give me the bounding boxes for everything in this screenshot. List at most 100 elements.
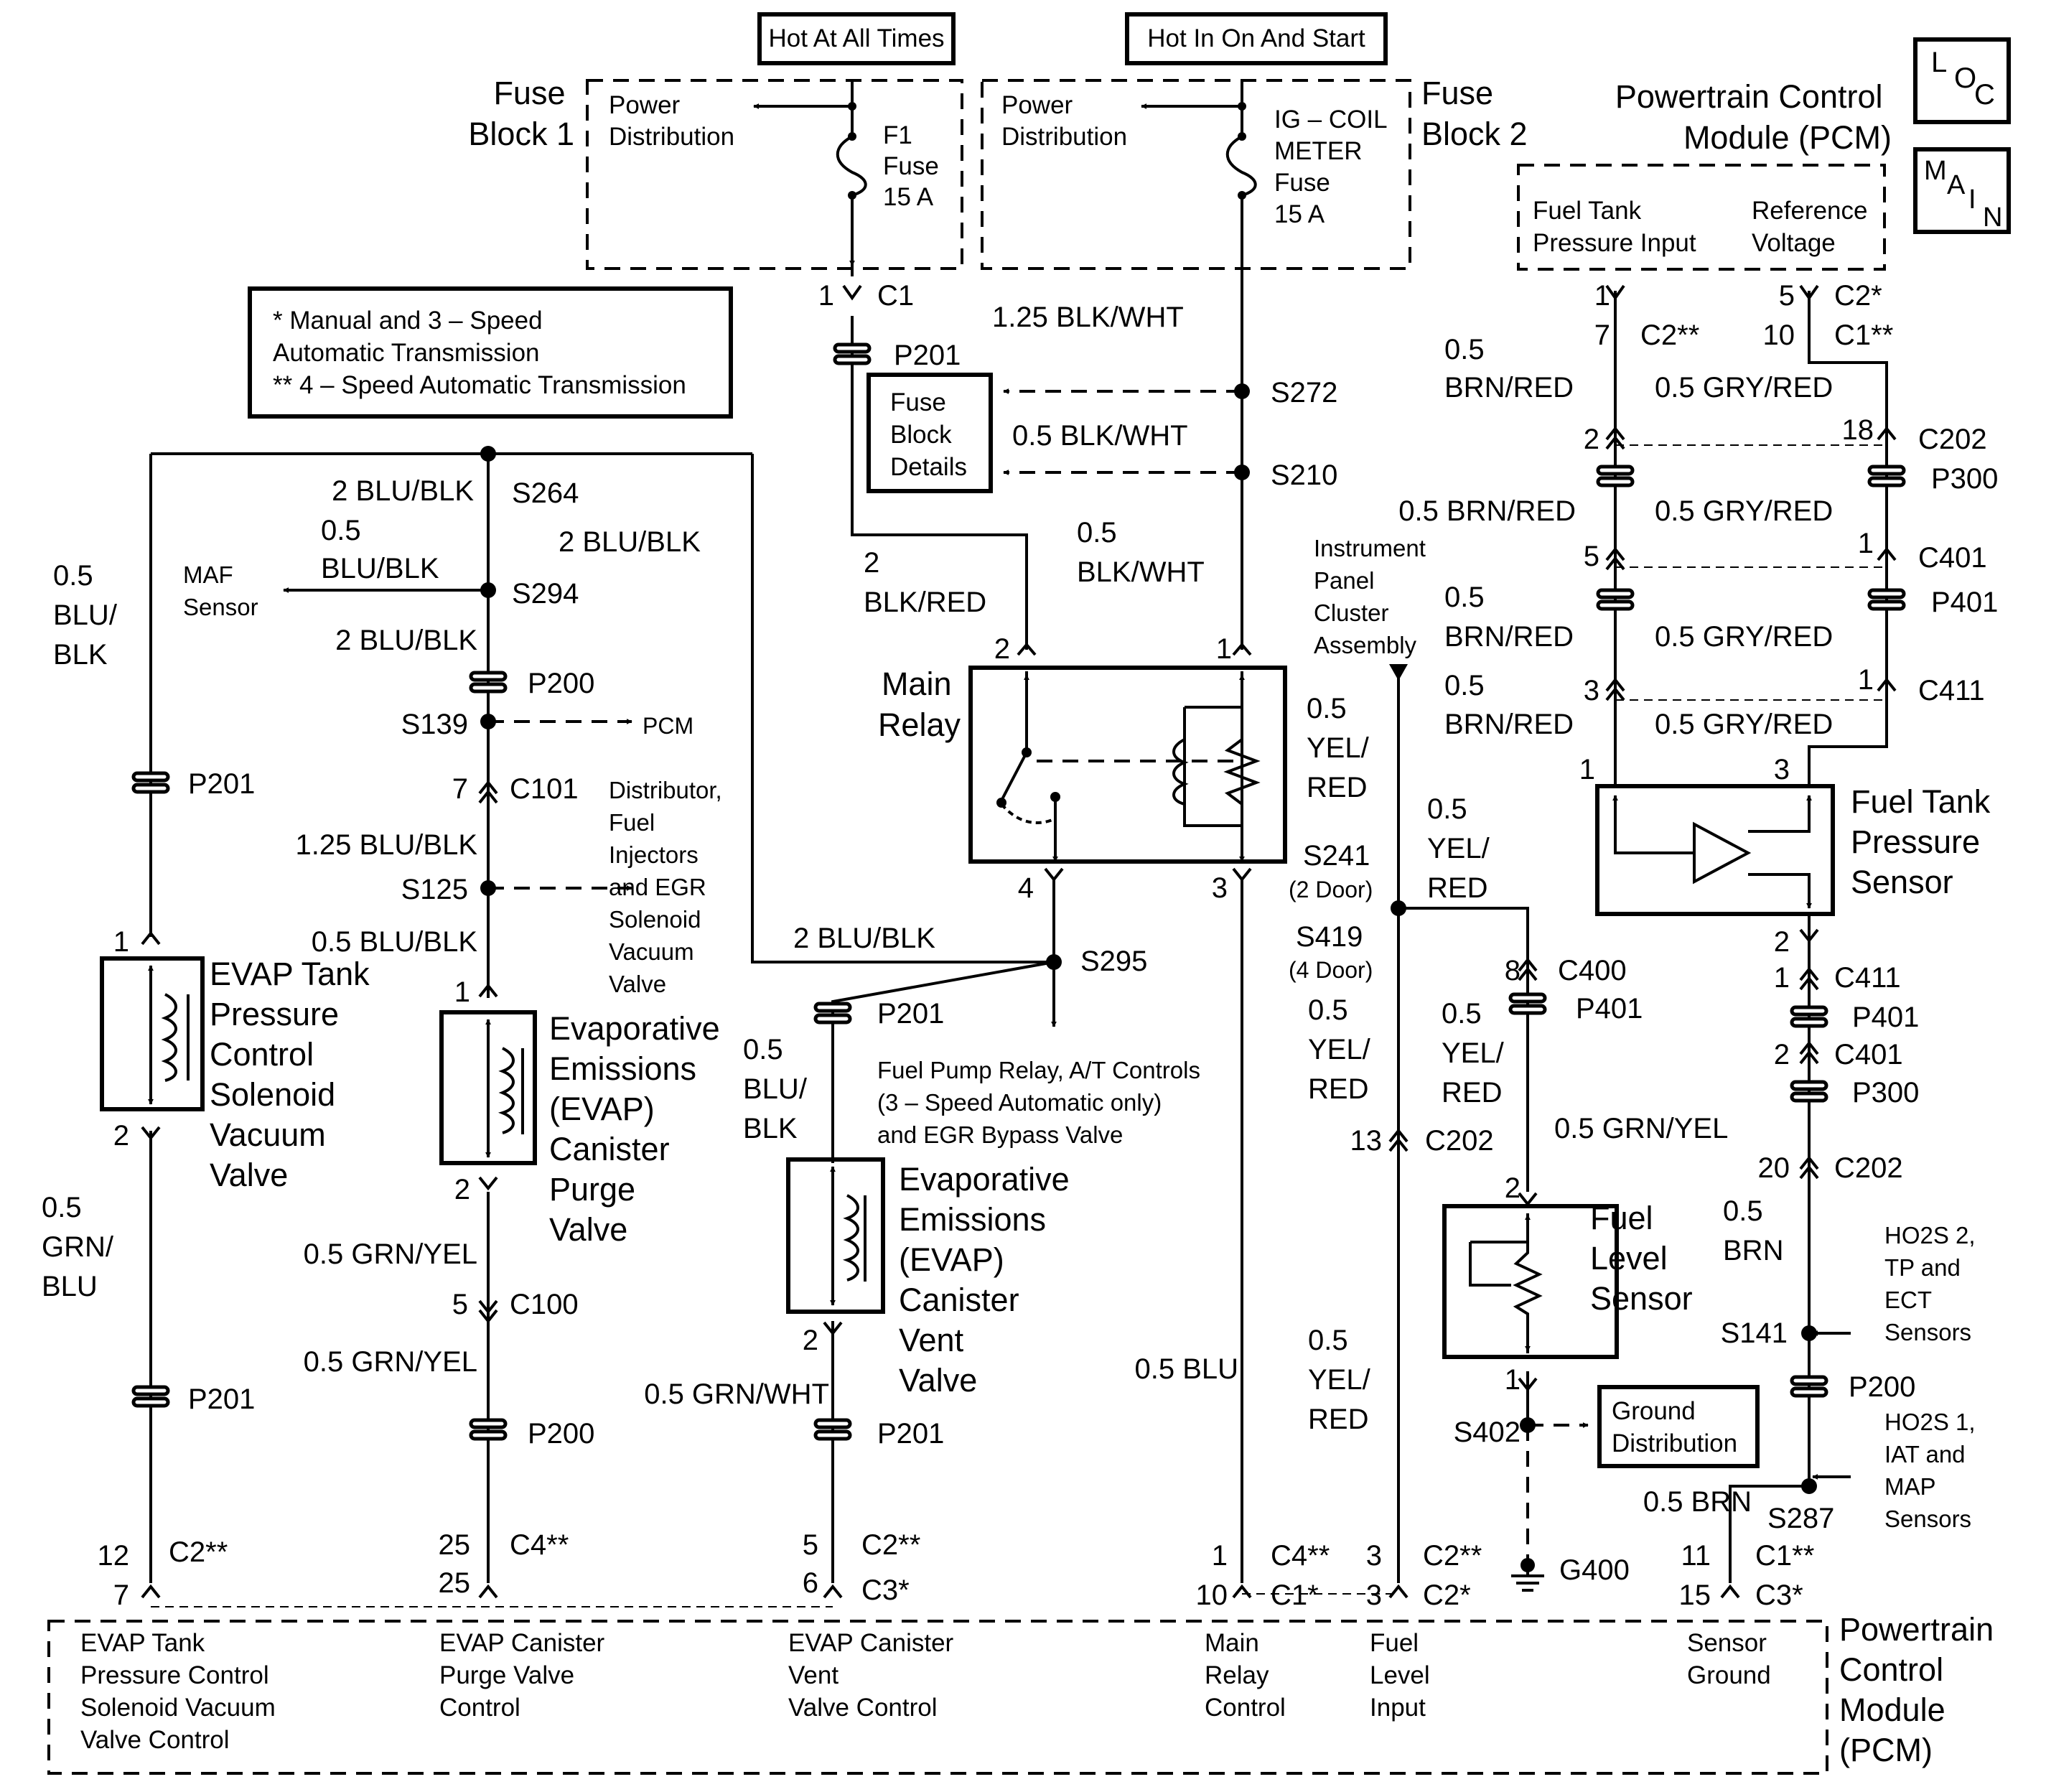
wire-label: S139: [401, 709, 468, 740]
wire-label: 1: [454, 976, 470, 1008]
wire-label: 25: [439, 1529, 471, 1561]
wire-label: 0.5 BRN: [1643, 1486, 1752, 1518]
ho2s1-label: HO2S 1, IAT and MAP Sensors: [1884, 1409, 1982, 1532]
hot-all-times-label: Hot At All Times: [768, 24, 944, 52]
wire-label: 0.5 BRN/RED: [1398, 495, 1576, 527]
wire-label: S294: [512, 578, 579, 610]
wire-label: 2: [1584, 424, 1599, 455]
wire-label: C2*: [1423, 1579, 1471, 1611]
pressure-sensor-amplifier: [1614, 797, 1811, 905]
wire-label: 1: [1774, 962, 1790, 994]
wire-label: 10: [1196, 1579, 1228, 1611]
wire-label: 2: [1774, 926, 1790, 958]
wire-label: BLU/BLK: [321, 553, 439, 584]
wire-label: 0.5 GRN/YEL: [1554, 1113, 1728, 1144]
pcm-vent-control: EVAP Canister Vent Valve Control: [788, 1629, 961, 1722]
wire-label: YEL/: [1308, 1364, 1371, 1396]
maf-sensor-label: MAF Sensor: [183, 561, 258, 620]
wire-label: 0.5: [1444, 334, 1485, 365]
connector-dash-lines: [151, 444, 1887, 1607]
wire-label: S295: [1080, 946, 1147, 977]
wire-label: P200: [1849, 1371, 1915, 1403]
fuse-f1-label: F1 Fuse 15 A: [883, 121, 946, 211]
wire-label: 2: [994, 633, 1010, 665]
vent-valve-label: Evaporative Emissions (EVAP) Canister Ve…: [899, 1161, 1078, 1399]
solenoid-coils: [149, 966, 866, 1303]
pcm-fuel-level-input: Fuel Level Input: [1370, 1629, 1437, 1722]
main-relay-internals: [1000, 671, 1261, 862]
wire-label: 3: [1366, 1540, 1382, 1572]
wire-label: 2 BLU/BLK: [332, 475, 474, 507]
wire-label: P201: [877, 1418, 944, 1450]
wire-label: 0.5: [42, 1192, 82, 1223]
dashed-lines: [47, 79, 1886, 1775]
fuel-level-potentiometer: [1469, 1213, 1543, 1353]
wire-label: 5: [803, 1529, 818, 1561]
wire-label: RED: [1427, 872, 1487, 904]
wire-label: C4**: [510, 1529, 569, 1561]
wire-label: RED: [1308, 1404, 1368, 1435]
wire-label: C100: [510, 1289, 579, 1320]
wire-label: C1**: [1834, 319, 1893, 351]
wire-label: 2: [1505, 1172, 1521, 1204]
wire-label: 13: [1350, 1125, 1383, 1157]
wire-label: P300: [1852, 1077, 1919, 1109]
wire-label: 0.5 BLU: [1134, 1353, 1238, 1385]
wire-label: 15: [1679, 1579, 1711, 1611]
wire-label: PCM: [643, 713, 693, 739]
distributor-label: Distributor, Fuel Injectors and EGR Sole…: [609, 777, 729, 997]
wire-label: 1: [1505, 1364, 1521, 1396]
wire-label: RED: [1442, 1077, 1502, 1109]
pcm-top-title: Powertrain Control Module (PCM): [1615, 78, 1892, 156]
wire-label: 0.5: [1308, 1325, 1348, 1356]
evap-tank-valve-label: EVAP Tank Pressure Control Solenoid Vacu…: [210, 956, 378, 1193]
wire-label: 2 BLU/BLK: [335, 625, 477, 656]
wire-label: 0.5 GRN/YEL: [304, 1346, 477, 1378]
main-relay-label: Main Relay: [878, 666, 961, 743]
pcm-relay-control: Main Relay Control: [1205, 1629, 1286, 1722]
wire-label: C2**: [861, 1529, 920, 1561]
wire-label: C202: [1425, 1125, 1494, 1157]
wire-label: 0.5 GRY/RED: [1655, 372, 1833, 403]
wire-label: 6: [803, 1567, 818, 1599]
wire-label: 1: [113, 926, 129, 958]
wire-label: 1.25 BLK/WHT: [992, 302, 1184, 333]
connector-chevrons: [141, 284, 1897, 1599]
wire-label: 0.5 GRN/WHT: [644, 1378, 829, 1410]
wire-label: 25: [439, 1567, 471, 1599]
wire-label: BLK/WHT: [1077, 556, 1205, 588]
wire-label: 2: [1774, 1039, 1790, 1070]
wire-label: C401: [1918, 542, 1987, 574]
wire-label: C400: [1558, 955, 1627, 986]
relay-dots: [996, 747, 1060, 808]
wire-label: P201: [188, 1383, 255, 1415]
wire-label: 0.5 BLK/WHT: [1012, 420, 1188, 452]
wire-label: C411: [1834, 962, 1901, 994]
wire-label: C202: [1918, 424, 1987, 455]
wire-label: C202: [1834, 1152, 1903, 1184]
wire-label: 2 BLU/BLK: [793, 923, 935, 954]
wire-label: 0.5 GRY/RED: [1655, 495, 1833, 527]
wire-label: YEL/: [1442, 1037, 1505, 1069]
wire-label: C1**: [1755, 1540, 1814, 1572]
wire-label: YEL/: [1307, 732, 1370, 764]
splice-dots: [480, 102, 1817, 1494]
component-arrows: [148, 674, 1812, 1352]
wire-label: 7: [113, 1579, 129, 1611]
wire-label: C101: [510, 773, 579, 805]
fuse-block-2-power: Power Distribution: [1001, 91, 1127, 151]
wire-label: C3*: [861, 1574, 910, 1606]
wire-label: S264: [512, 477, 579, 509]
fuel-level-sensor-label: Fuel Level Sensor: [1590, 1200, 1693, 1317]
wire-label: 3: [1366, 1579, 1382, 1611]
main-badge: M A I N: [1924, 156, 2002, 233]
wire-label: S125: [401, 874, 468, 905]
wire-label: RED: [1307, 772, 1367, 803]
wire-label: BLU: [42, 1271, 98, 1302]
wire-label: 0.5 GRY/RED: [1655, 709, 1833, 740]
wire-label: BRN/RED: [1444, 709, 1574, 740]
wire-label: P200: [528, 668, 594, 699]
loc-badge: L O C: [1931, 47, 1995, 111]
wire-label: BLU/: [53, 599, 118, 631]
